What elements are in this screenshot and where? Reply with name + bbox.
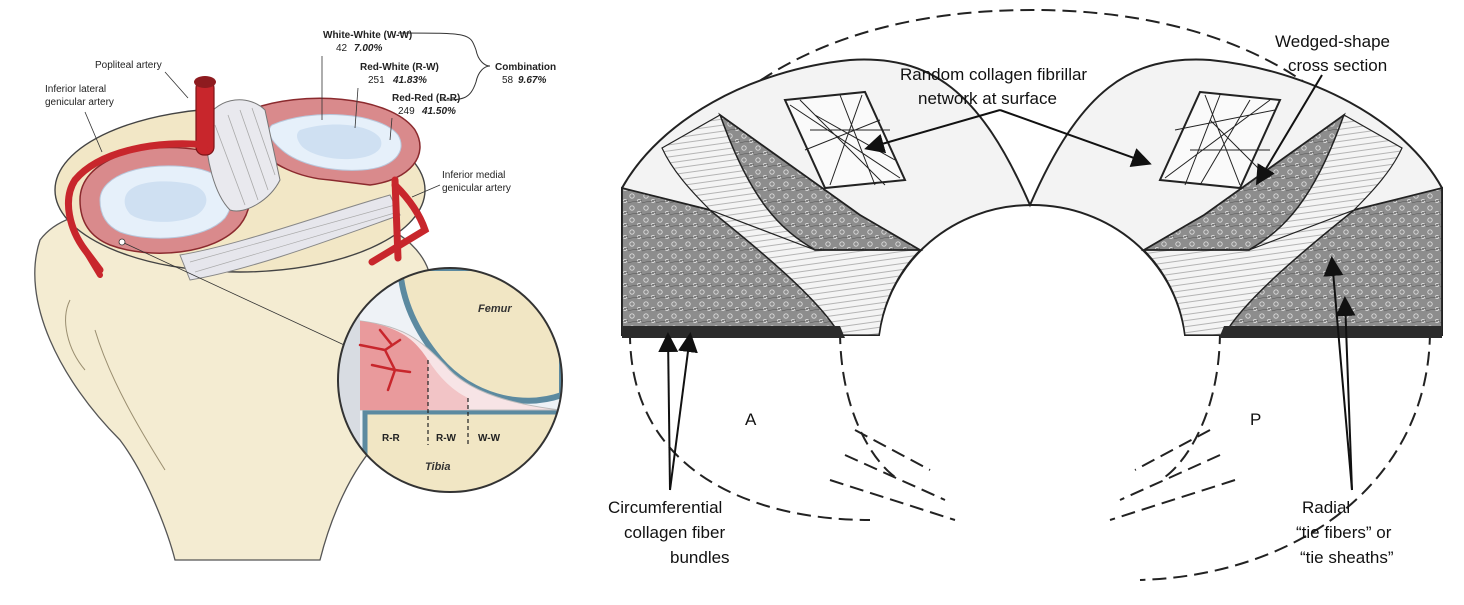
zone-rw-pct: 41.83% <box>392 75 427 86</box>
left-random-network <box>783 90 907 190</box>
radial-label-2: “tie fibers” or <box>1296 523 1392 542</box>
inset-tibia <box>362 409 562 492</box>
collagen-svg: Random collagen fibrillar network at sur… <box>608 8 1443 581</box>
bone-contour <box>94 329 166 471</box>
right-random-network <box>1158 90 1282 190</box>
combination-name: Combination <box>495 62 556 73</box>
inset-rw-label: R-W <box>436 433 457 444</box>
wedge-arrow <box>1255 74 1323 186</box>
collagen-structure-diagram: Random collagen fibrillar network at sur… <box>600 0 1464 600</box>
vascular-zones-illustration: Popliteal artery Inferior lateral genicu… <box>0 0 600 600</box>
zone-ww-pct: 7.00% <box>354 43 382 54</box>
tibia-label: Tibia <box>425 461 450 473</box>
artery-opening <box>194 76 216 88</box>
circumferential-arrow-2 <box>669 332 698 491</box>
medial-inner-zone <box>297 124 382 160</box>
right-base-edge <box>1219 326 1442 338</box>
inset-redwhite-zone <box>428 360 468 410</box>
zone-rr-count: 249 <box>398 106 415 117</box>
zone-rr-pct: 41.50% <box>421 106 456 117</box>
inset-leader <box>121 241 356 351</box>
zone-rw-count: 251 <box>368 75 385 86</box>
zone-rr-name: Red-Red (R-R) <box>392 93 460 104</box>
inferior-medial-label-2: genicular artery <box>442 183 511 194</box>
left-top-lined <box>661 114 816 251</box>
bone-contour <box>65 299 86 371</box>
combination-count: 58 <box>502 75 514 86</box>
dashed-fibers-right <box>1109 429 1236 521</box>
left-base-edge <box>622 326 845 338</box>
inset-ww-label: W-W <box>478 433 501 444</box>
zone-rw-name: Red-White (R-W) <box>360 62 439 73</box>
combination-bracket <box>397 32 491 101</box>
inset-red-zone <box>352 320 428 410</box>
random-network-label-2: network at surface <box>918 89 1057 108</box>
zone-ww-name: White-White (W-W) <box>323 30 412 41</box>
circumferential-arrow-1 <box>658 332 679 491</box>
popliteal-artery-label: Popliteal artery <box>95 60 162 71</box>
inset-border <box>337 267 563 493</box>
radial-label-3: “tie sheaths” <box>1300 548 1394 567</box>
inset-rr-label: R-R <box>382 433 401 444</box>
artery-branch <box>82 247 103 278</box>
inferior-medial-genicular-artery <box>368 181 430 266</box>
right-top-lined <box>1248 114 1403 251</box>
random-network-arrow-left <box>864 109 1001 154</box>
inf-med-leader <box>411 184 441 198</box>
rr-leader <box>389 117 393 141</box>
inferior-lateral-label-1: Inferior lateral <box>45 84 106 95</box>
posterior-label: P <box>1250 410 1261 429</box>
inner-dashed-outline <box>839 329 1221 481</box>
radial-arrow-1 <box>1323 256 1353 491</box>
femur-label: Femur <box>478 303 512 315</box>
left-network-fibers <box>789 94 901 186</box>
random-network-label-1: Random collagen fibrillar <box>900 65 1087 84</box>
random-network-arrow-right <box>999 109 1152 168</box>
ligament-fibers <box>214 107 276 206</box>
ligament-fibers <box>189 204 399 273</box>
combination-pct: 9.67% <box>518 75 546 86</box>
knee-anatomy-svg: Popliteal artery Inferior lateral genicu… <box>34 30 563 561</box>
circumferential-label-3: bundles <box>670 548 730 567</box>
artery-branch <box>391 176 402 262</box>
inferior-medial-label-1: Inferior medial <box>442 170 505 181</box>
inferior-lateral-genicular-artery <box>64 140 209 274</box>
inset-origin-dot <box>118 238 126 246</box>
zone-ww-count: 42 <box>336 43 348 54</box>
circumferential-label-1: Circumferential <box>608 498 722 517</box>
inset-vessels <box>358 328 412 392</box>
right-network-fibers <box>1164 94 1276 186</box>
rw-leader <box>354 87 359 129</box>
radial-label-1: Radial <box>1302 498 1350 517</box>
circumferential-label-2: collagen fiber <box>624 523 725 542</box>
popliteal-leader <box>164 71 189 99</box>
anterior-label: A <box>745 410 757 429</box>
ligament-band <box>179 194 401 281</box>
dashed-fibers-left <box>829 429 956 521</box>
inf-lat-leader <box>84 111 103 153</box>
wedge-label-1: Wedged-shape <box>1275 32 1390 51</box>
wedge-label-2: cross section <box>1288 56 1387 75</box>
radial-arrow-2 <box>1335 296 1356 491</box>
lateral-inner-zone <box>124 181 207 222</box>
inferior-lateral-label-2: genicular artery <box>45 97 114 108</box>
